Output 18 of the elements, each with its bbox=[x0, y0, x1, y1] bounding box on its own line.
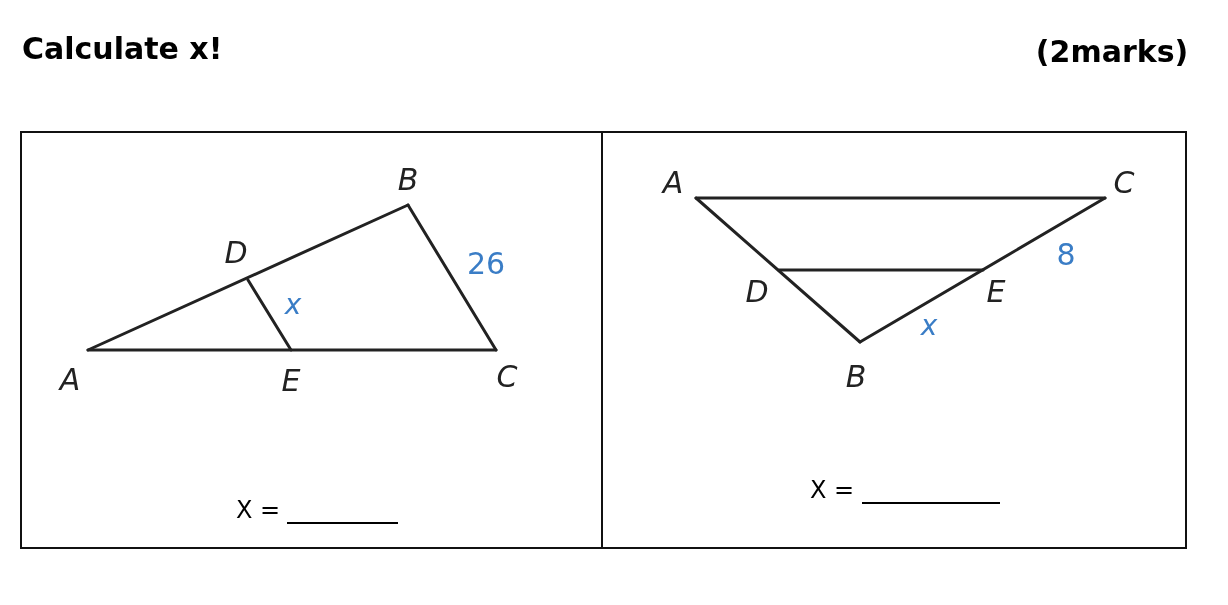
point-label: D bbox=[224, 238, 248, 268]
answer-prompt: X = bbox=[235, 498, 281, 522]
heading: Calculate x! bbox=[22, 34, 223, 64]
point-label: A bbox=[59, 365, 81, 395]
point-label: A bbox=[662, 168, 684, 198]
length-label: 26 bbox=[466, 249, 506, 279]
point-label: B bbox=[845, 362, 867, 392]
point-label: C bbox=[1113, 168, 1135, 198]
length-label: 8 bbox=[1056, 240, 1076, 270]
point-label: B bbox=[397, 165, 419, 195]
marks-label: (2marks) bbox=[1035, 37, 1189, 67]
point-label: E bbox=[281, 366, 301, 396]
answer-prompt: X = bbox=[809, 478, 855, 502]
point-label: D bbox=[745, 277, 769, 307]
variable-label: x bbox=[920, 312, 938, 340]
point-label: E bbox=[986, 277, 1006, 307]
point-label: C bbox=[496, 362, 518, 392]
variable-label: x bbox=[284, 291, 302, 319]
